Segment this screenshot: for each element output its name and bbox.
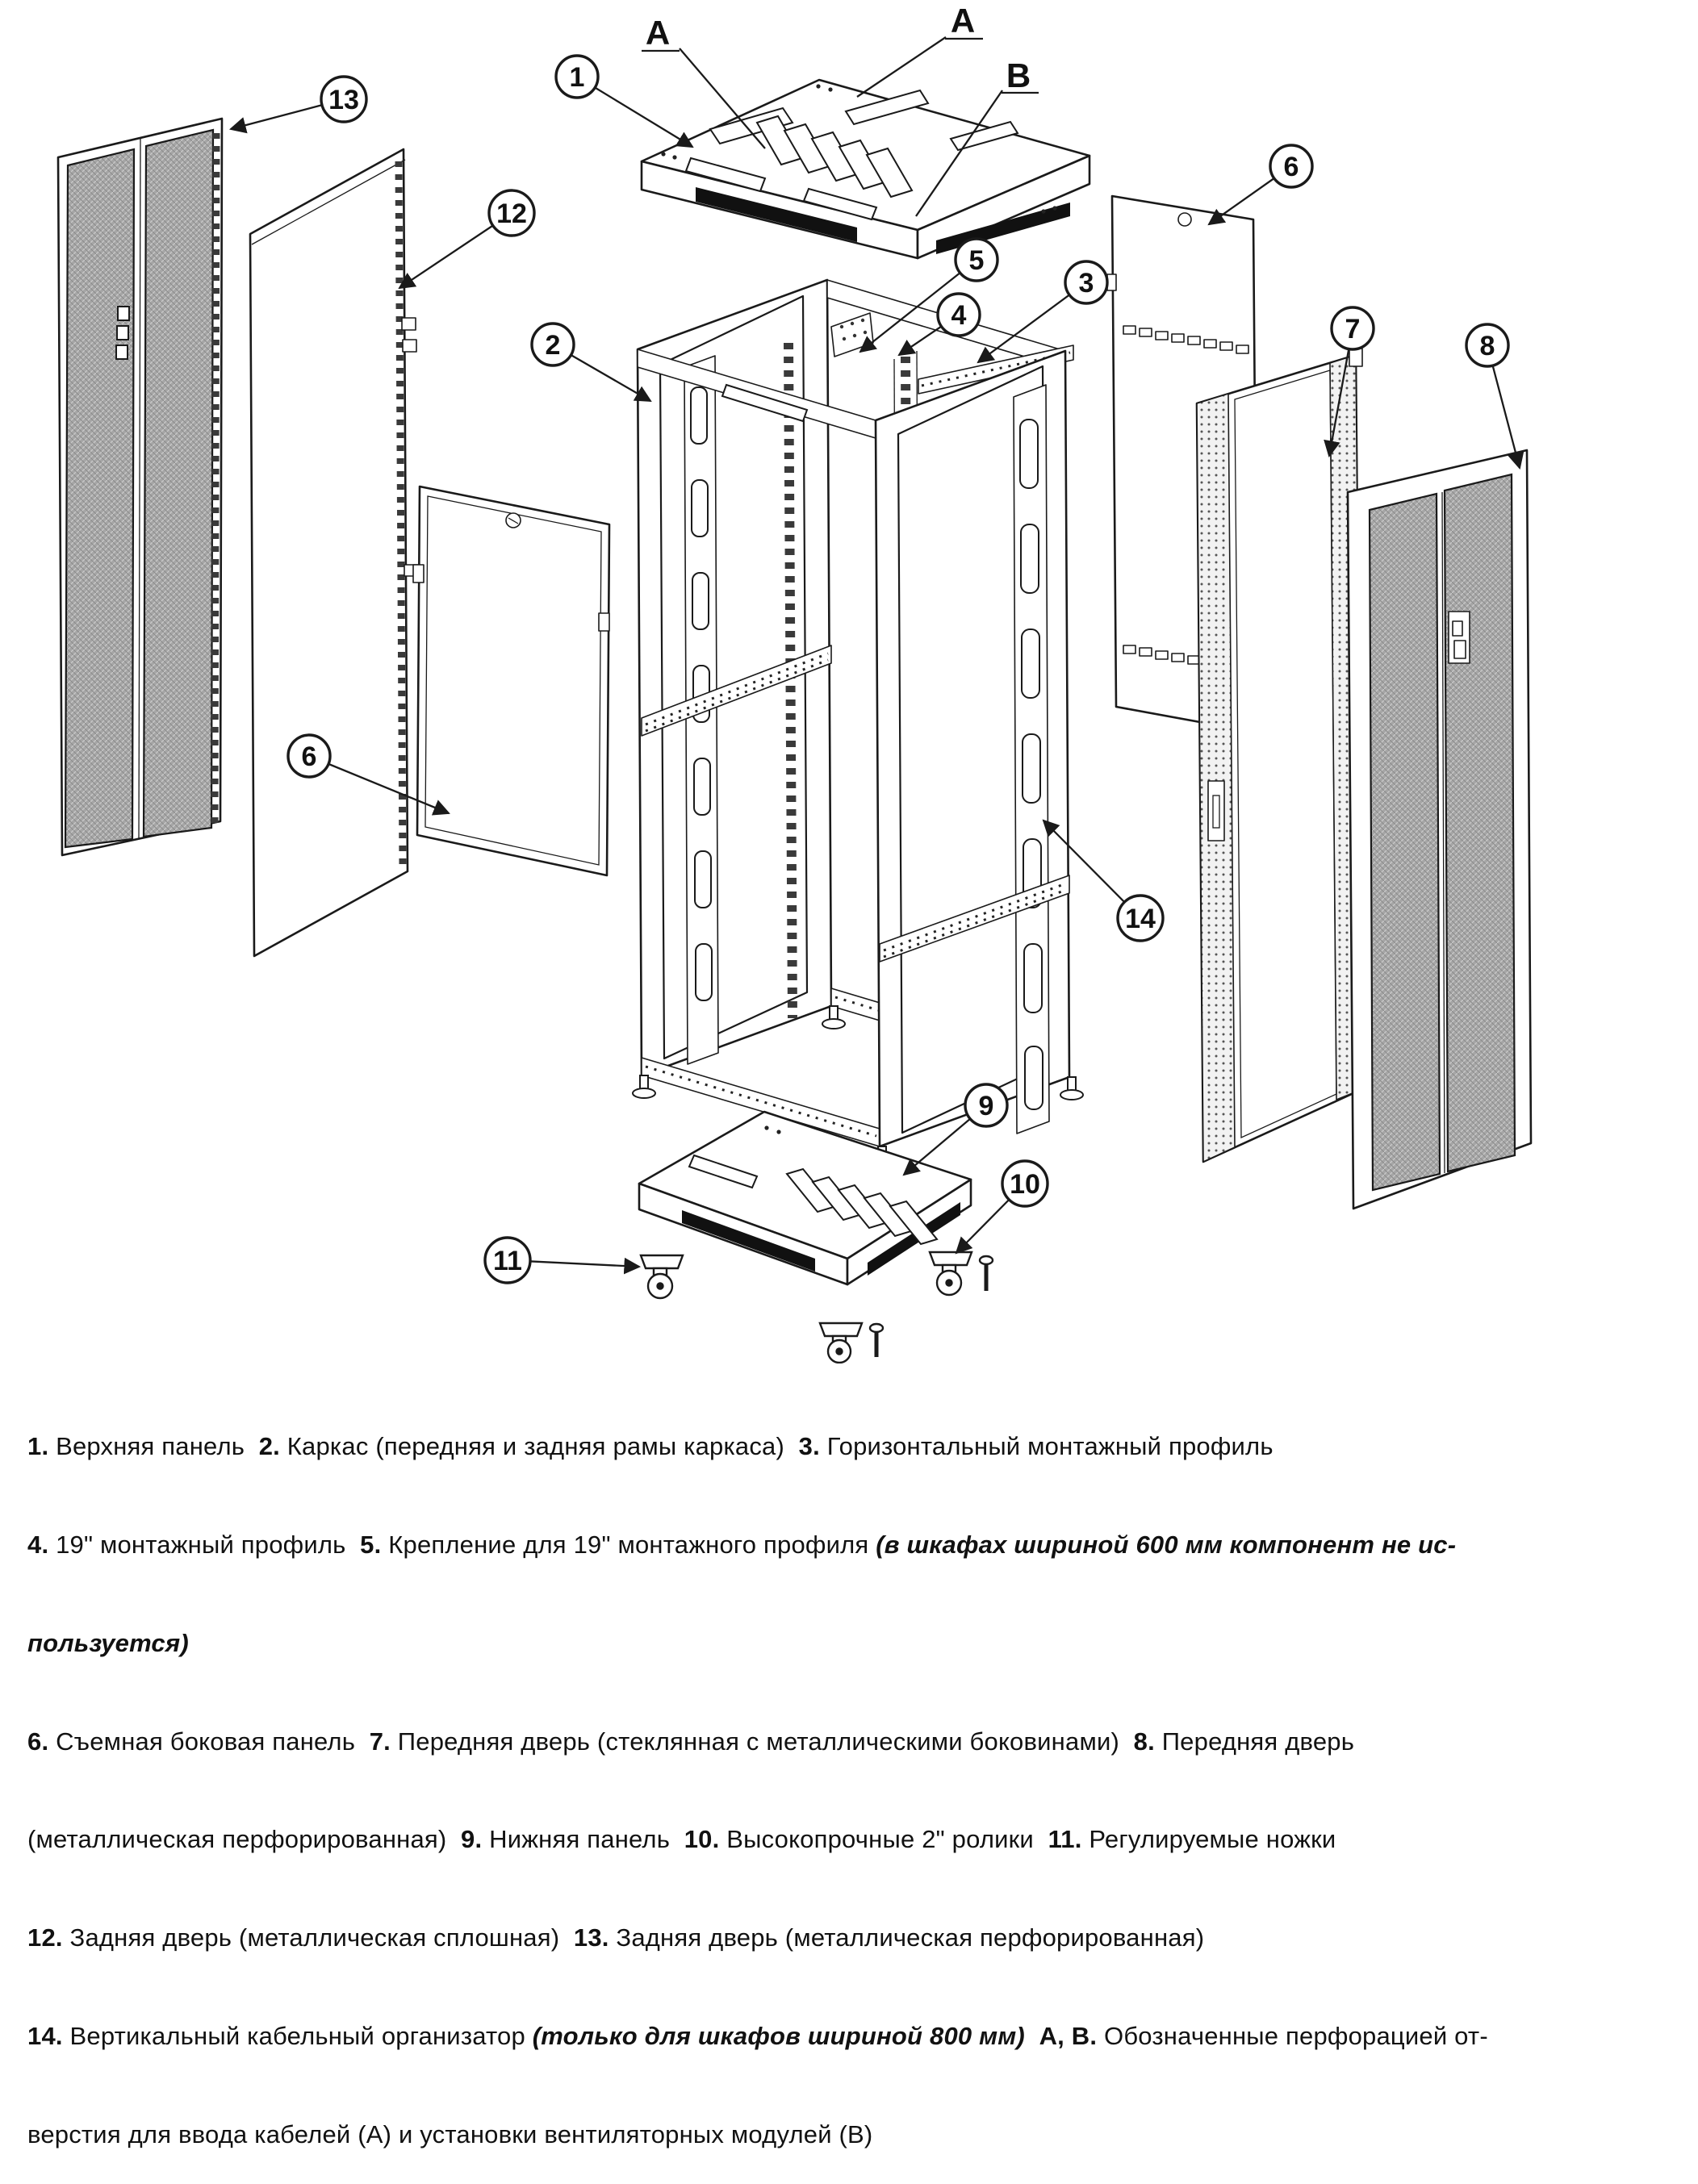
svg-text:8: 8 <box>1480 331 1495 361</box>
legend-line: (металлическая перфорированная) 9. Нижня… <box>27 1825 1336 1854</box>
callout-11: 11 <box>483 1236 532 1284</box>
frame-rear-ring <box>636 278 833 1077</box>
latch-tab <box>401 317 416 331</box>
svg-text:10: 10 <box>1010 1169 1040 1200</box>
callout-9: 9 <box>964 1083 1009 1128</box>
door-leaf <box>1368 492 1441 1192</box>
lock-cutout <box>117 306 130 321</box>
svg-text:14: 14 <box>1125 904 1156 934</box>
door-leaf <box>64 148 136 849</box>
cable-entry-slot <box>949 120 1019 152</box>
legend-line: 4. 19" монтажный профиль 5. Крепление дл… <box>27 1530 1457 1559</box>
svg-text:5: 5 <box>969 245 985 276</box>
label-b: B <box>1002 56 1039 94</box>
cable-entry-slot-a <box>844 89 930 126</box>
svg-text:12: 12 <box>496 198 527 229</box>
vent-strip <box>682 1210 815 1272</box>
cable-entry-slot <box>802 187 878 221</box>
callout-7: 7 <box>1330 306 1375 351</box>
front-door-perforated <box>1346 449 1533 1210</box>
callout-14: 14 <box>1116 894 1165 942</box>
caster-left <box>639 1254 684 1300</box>
legend-line: 14. Вертикальный кабельный организатор (… <box>27 2021 1488 2050</box>
legend-line: 1. Верхняя панель 2. Каркас (передняя и … <box>27 1432 1274 1461</box>
caster-right <box>928 1251 994 1297</box>
exploded-diagram: 1 13 12 2 5 4 3 6 7 8 6 14 <box>56 2 1533 1363</box>
callout-10: 10 <box>1001 1159 1049 1208</box>
callout-6-top-right: 6 <box>1269 144 1314 189</box>
door-handle <box>1207 780 1225 841</box>
svg-text:A: A <box>646 14 670 52</box>
side-panel-bottom-left <box>412 485 611 877</box>
caster-center <box>818 1322 885 1363</box>
panel-clip <box>412 564 424 583</box>
lock-cutout <box>116 325 129 340</box>
callout-6-bottom-left: 6 <box>286 733 332 779</box>
legend-line: пользуется) <box>27 1628 189 1657</box>
callout-4: 4 <box>936 292 981 337</box>
door-lock <box>1448 611 1470 664</box>
svg-text:7: 7 <box>1345 314 1361 345</box>
vent-strip <box>868 1202 960 1276</box>
panel-clip <box>598 612 610 632</box>
panel-screw <box>1177 212 1192 227</box>
fan-module-slats <box>785 1167 939 1246</box>
svg-text:11: 11 <box>493 1246 522 1276</box>
door-leaf <box>1443 473 1516 1173</box>
rear-door-solid <box>249 148 421 958</box>
svg-text:13: 13 <box>328 85 359 115</box>
svg-text:6: 6 <box>1284 152 1299 182</box>
legend-line: 12. Задняя дверь (металлическая сплошная… <box>27 1923 1205 1952</box>
svg-text:1: 1 <box>570 62 585 93</box>
cable-entry-slot <box>688 1154 759 1189</box>
callout-5: 5 <box>954 237 999 282</box>
vent-louvers <box>1123 325 1249 354</box>
glass-pane <box>1234 370 1337 1139</box>
legend: 1. Верхняя панель 2. Каркас (передняя и … <box>27 1365 1690 2184</box>
front-door-glass <box>1195 348 1364 1163</box>
vent-strip <box>696 187 857 242</box>
callout-13: 13 <box>320 75 368 123</box>
callout-2: 2 <box>530 322 575 367</box>
callout-12: 12 <box>487 189 536 237</box>
vertical-cable-organizer <box>1013 384 1050 1134</box>
lock-cutout <box>115 345 128 360</box>
callout-3: 3 <box>1064 260 1109 305</box>
door-side-column <box>1196 392 1236 1163</box>
callout-1: 1 <box>554 54 600 99</box>
hinge-pin <box>1349 348 1363 367</box>
svg-text:3: 3 <box>1079 268 1094 299</box>
legend-line: 6. Съемная боковая панель 7. Передняя дв… <box>27 1727 1355 1756</box>
horizontal-rail <box>641 645 832 737</box>
callout-8: 8 <box>1465 323 1510 368</box>
svg-text:2: 2 <box>546 330 561 361</box>
rack-profile-strip <box>784 342 797 1019</box>
horizontal-mounting-profile <box>918 345 1074 395</box>
label-a-left: A <box>642 14 680 52</box>
svg-text:A: A <box>951 2 975 40</box>
bottom-panel <box>638 1110 972 1286</box>
top-panel <box>640 78 1091 260</box>
label-a-right: A <box>945 2 983 40</box>
frame-front-ring <box>874 349 1071 1148</box>
rear-door-perforated <box>56 117 224 857</box>
svg-text:B: B <box>1006 56 1031 94</box>
hinge-hole-strip <box>395 161 407 866</box>
svg-text:9: 9 <box>979 1091 994 1121</box>
profile-bracket <box>830 312 874 357</box>
fan-module-slats <box>755 115 914 198</box>
cable-entry-slot-a <box>709 106 794 145</box>
svg-text:6: 6 <box>302 741 317 772</box>
legend-line: верстия для ввода кабелей (А) и установк… <box>27 2119 873 2149</box>
svg-text:4: 4 <box>951 300 967 331</box>
latch-tab <box>402 339 417 353</box>
door-leaf <box>142 128 215 838</box>
cable-entry-slot <box>684 157 767 193</box>
